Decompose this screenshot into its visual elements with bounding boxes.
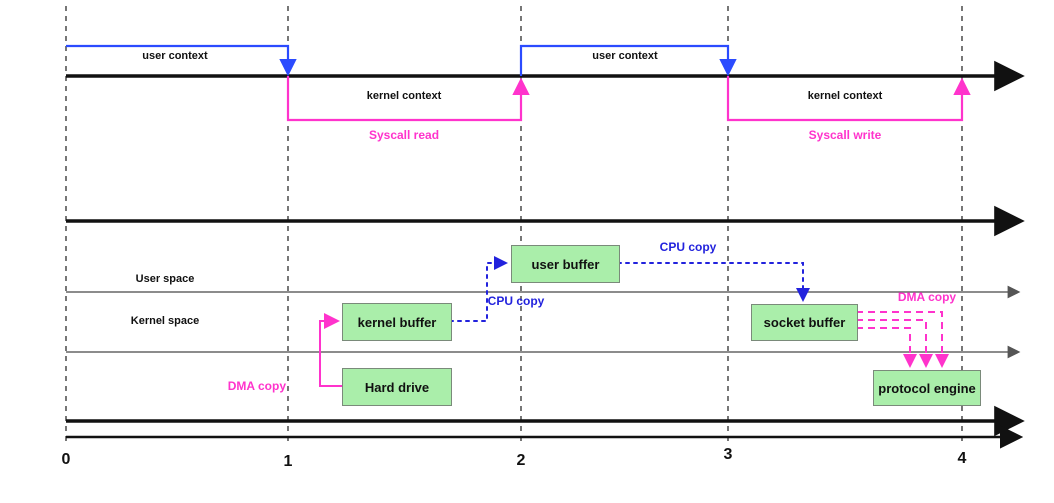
cpu-copy-kernel-to-user-label: CPU copy <box>487 294 545 308</box>
top-label-user-context-1: user context <box>142 50 208 62</box>
dma-copy-write-arrows <box>856 311 949 368</box>
axis-tick-2: 2 <box>516 452 526 469</box>
cpu-copy-kernel-to-user-arrow <box>449 256 508 322</box>
dma-copy-write-label: DMA copy <box>897 290 957 304</box>
top-label-kernel-context-1: kernel context <box>366 90 442 102</box>
axis-tick-1: 1 <box>283 453 293 470</box>
dma-copy-read-arrow <box>319 313 342 387</box>
cpu-copy-user-to-socket-label: CPU copy <box>659 240 717 254</box>
user-context-bracket-1 <box>66 44 297 77</box>
box-socket-buffer[interactable]: socket buffer <box>751 304 858 341</box>
box-protocol-engine[interactable]: protocol engine <box>873 370 981 406</box>
syscall-read-label: Syscall read <box>368 128 440 142</box>
box-user-buffer-label: user buffer <box>531 256 600 272</box>
box-protocol-engine-label: protocol engine <box>878 380 976 396</box>
user-space-label: User space <box>135 273 195 285</box>
axis-tick-3: 3 <box>723 446 733 463</box>
axis-tick-4: 4 <box>957 450 967 467</box>
cpu-copy-user-to-socket-arrow <box>617 262 810 302</box>
box-hard-drive[interactable]: Hard drive <box>342 368 452 406</box>
syscall-write-bracket <box>726 76 971 122</box>
box-socket-buffer-label: socket buffer <box>763 315 846 330</box>
tick-guides <box>65 6 963 446</box>
box-kernel-buffer-label: kernel buffer <box>357 314 437 330</box>
top-label-user-context-2: user context <box>592 50 658 62</box>
box-hard-drive-label: Hard drive <box>364 379 430 395</box>
axis-tick-0: 0 <box>61 451 71 468</box>
user-context-bracket-2 <box>519 44 737 77</box>
dma-copy-read-label: DMA copy <box>227 379 286 393</box>
syscall-write-label: Syscall write <box>808 128 882 142</box>
box-kernel-buffer[interactable]: kernel buffer <box>342 303 452 341</box>
top-label-kernel-context-2: kernel context <box>807 90 883 102</box>
box-user-buffer[interactable]: user buffer <box>511 245 620 283</box>
syscall-read-bracket <box>286 76 530 122</box>
kernel-space-label: Kernel space <box>130 315 200 327</box>
